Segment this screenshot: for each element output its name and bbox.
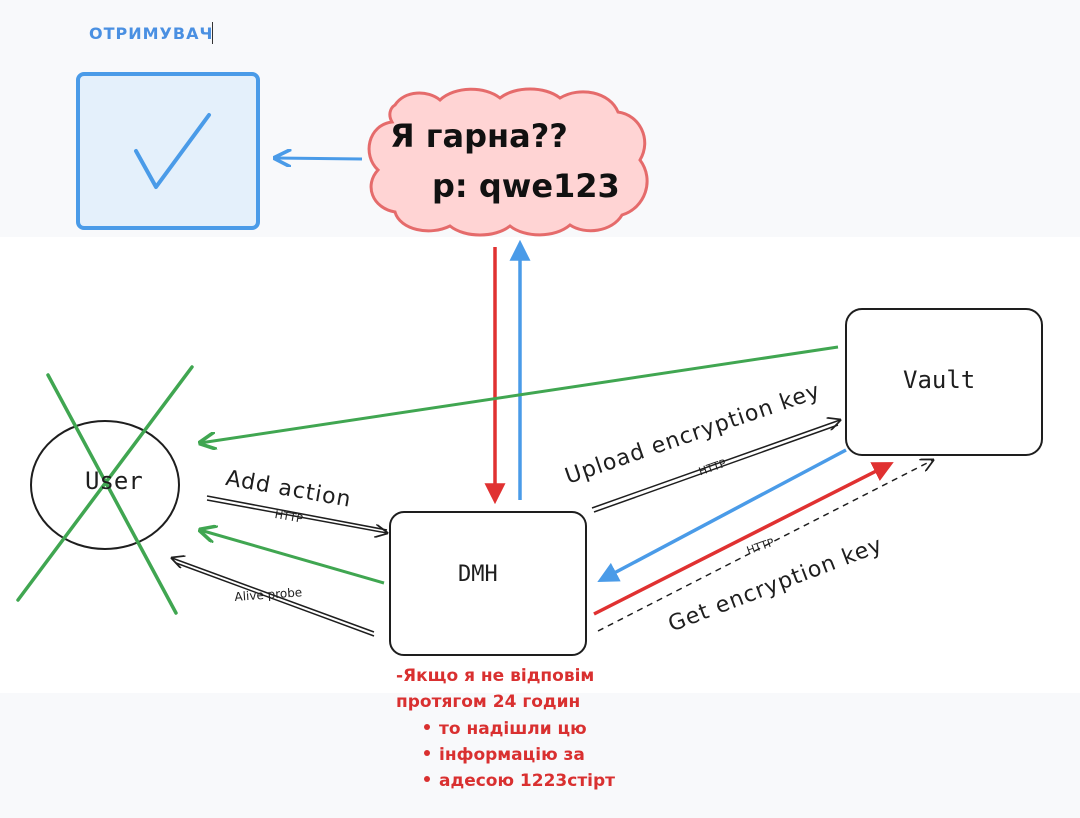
vault-to-user-arrow xyxy=(200,345,839,443)
bullet-dot-icon xyxy=(424,776,430,782)
alive-probe-arrow xyxy=(172,558,375,637)
message-line-2: p: qwe123 xyxy=(432,167,620,205)
note-line-1: -Якщо я не відповім xyxy=(396,666,595,686)
note-bullet-text: інформацію за xyxy=(439,745,585,765)
message-cloud xyxy=(367,87,649,237)
text-caret xyxy=(212,22,213,44)
bullet-dot-icon xyxy=(424,750,430,756)
message-line-1: Я гарна?? xyxy=(390,117,568,155)
note-bullet: то надішли цю xyxy=(424,719,587,739)
vault-to-dmh-blue-arrow xyxy=(597,448,847,582)
user-node xyxy=(30,420,180,550)
note-bullet-text: то надішли цю xyxy=(439,719,587,739)
note-line-2: протягом 24 годин xyxy=(396,692,581,712)
dmh-to-vault-red-arrow xyxy=(593,462,894,616)
user-node-label: User xyxy=(85,467,143,495)
vault-node xyxy=(845,308,1043,456)
bullet-dot-icon xyxy=(424,724,430,730)
cross-out-icon xyxy=(16,365,194,615)
vault-node-label: Vault xyxy=(903,366,976,394)
dmh-to-user-arrow xyxy=(200,530,385,585)
checkmark-icon xyxy=(76,72,260,230)
dmh-node xyxy=(389,511,587,656)
note-bullet-text: адесою 1223стірт xyxy=(439,771,616,791)
add-action-arrow xyxy=(206,495,387,533)
note-bullet: інформацію за xyxy=(424,745,585,765)
note-bullet: адесою 1223стірт xyxy=(424,771,615,791)
bottom-band xyxy=(0,693,1080,818)
dmh-node-label: DMH xyxy=(458,562,498,587)
message-to-recipient-arrow xyxy=(275,158,363,159)
get-key-arrow xyxy=(597,460,933,632)
upload-key-arrow xyxy=(591,420,840,513)
recipient-label: ОТРИМУВАЧ xyxy=(89,24,214,43)
